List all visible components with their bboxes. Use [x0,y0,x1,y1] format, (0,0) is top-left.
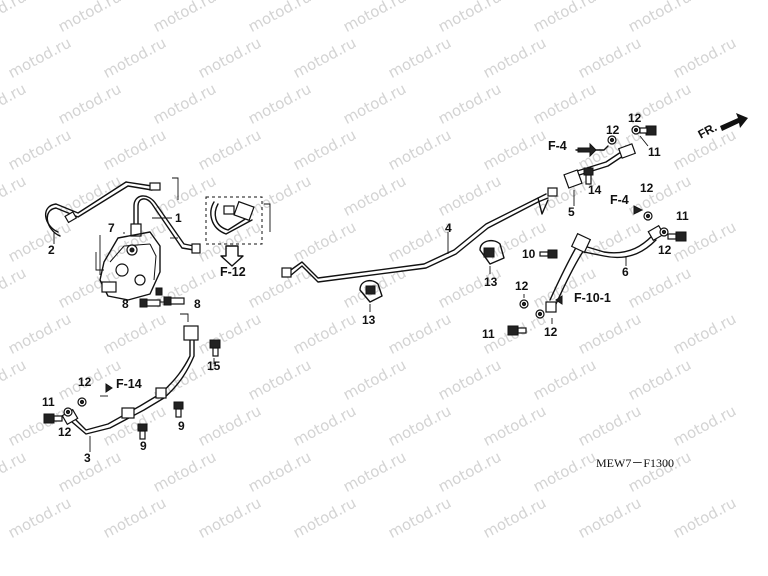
callout-12-center-b: 12 [544,325,558,339]
clamp-part-13-left [359,279,383,312]
callout-9-left: 9 [140,439,147,453]
washers-bolts-lower-center [507,249,558,336]
brake-pipe-part-4 [281,187,558,283]
brake-hose-part-6 [545,224,665,313]
reference-f14[interactable]: F-14 [116,377,142,391]
callout-14: 14 [588,183,602,197]
callout-12-right-b: 12 [658,243,672,257]
reference-f4-right[interactable]: F-4 [610,193,629,207]
bolt-part-14 [583,167,594,185]
callout-2: 2 [48,243,55,257]
callout-11-right: 11 [676,209,689,223]
bolt-part-8-right [155,287,185,306]
callout-11-top: 11 [648,145,661,159]
callout-12-center-a: 12 [515,279,529,293]
f12-reference-box [205,196,263,267]
callout-12-left-a: 12 [78,375,92,389]
callout-10: 10 [522,247,536,261]
callout-13-right: 13 [484,275,498,289]
hose-part-5 [563,143,637,206]
callout-11-center: 11 [482,327,495,341]
clamp-part-13-right [479,239,505,274]
callout-12-right-a: 12 [640,181,654,195]
callout-7: 7 [108,221,115,235]
delay-valve-part-7 [95,231,161,301]
callout-3: 3 [84,451,91,465]
callout-4: 4 [445,221,452,235]
reference-f12[interactable]: F-12 [220,265,246,279]
callout-1: 1 [175,211,182,225]
callout-12-top-a: 12 [606,123,620,137]
front-direction-arrow [720,113,748,131]
callout-5: 5 [568,205,575,219]
reference-f10-1[interactable]: F-10-1 [574,291,611,305]
reference-arrows [105,142,644,393]
callout-8-left: 8 [122,297,129,311]
diagram-code: MEW7－F1300 [596,456,675,470]
bolt-part-8-left [139,298,166,308]
callout-8-right: 8 [194,297,201,311]
callout-12-left-b: 12 [58,425,72,439]
brake-pipe-part-2 [45,177,179,275]
brake-hose-part-3 [61,313,199,452]
callout-9-right: 9 [178,419,185,433]
callout-6: 6 [622,265,629,279]
brake-pipe-part-1 [130,195,201,254]
reference-f4-top[interactable]: F-4 [548,139,567,153]
callout-15: 15 [207,359,221,373]
washers-bolts-right [643,211,687,242]
callout-11-left: 11 [42,395,55,409]
bolts-bottom-left [43,339,221,440]
callout-13-left: 13 [362,313,376,327]
callout-12-top-b: 12 [628,111,642,125]
